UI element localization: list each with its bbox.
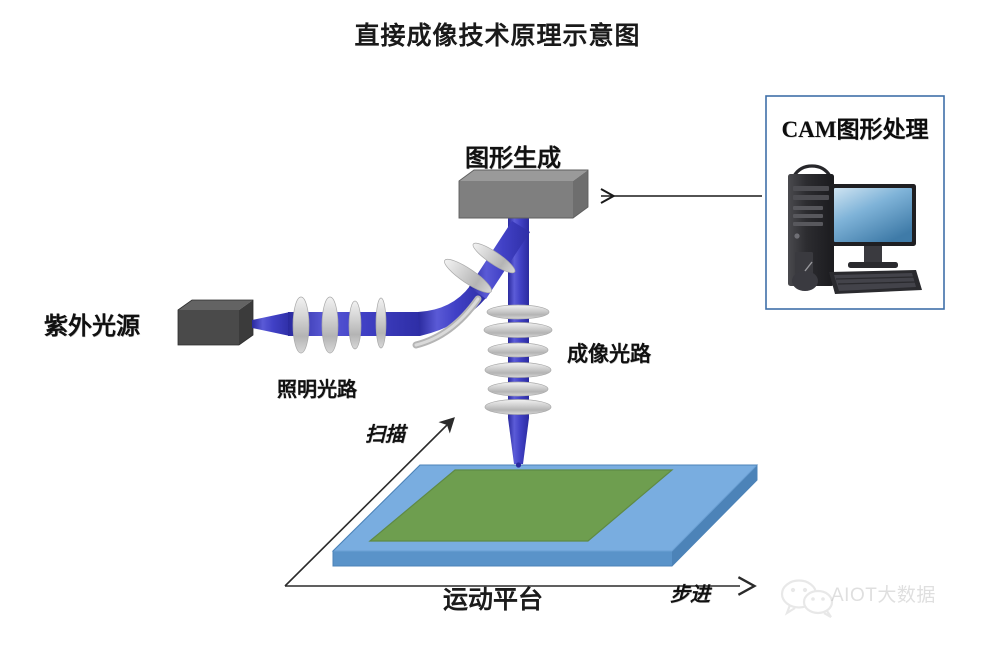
cam-panel <box>765 95 945 310</box>
illumination-lens-stack <box>292 296 387 354</box>
label-motion-platform: 运动平台 <box>443 587 544 614</box>
wechat-icon <box>780 579 834 618</box>
label-pattern-generation: 图形生成 <box>465 146 561 172</box>
relay-lens-tilted <box>472 242 516 274</box>
axis-guides <box>284 417 757 596</box>
label-illumination-path: 照明光路 <box>277 379 357 401</box>
label-scan-axis: 扫描 <box>365 424 405 446</box>
computer-tower-icon <box>788 164 834 286</box>
label-uv-source: 紫外光源 <box>44 314 140 340</box>
keyboard-icon <box>829 270 922 294</box>
cam-panel-title: CAM图形处理 <box>781 117 929 142</box>
uv-source-box <box>177 299 254 346</box>
label-imaging-path: 成像光路 <box>567 342 651 366</box>
imaging-optical-path <box>483 218 553 468</box>
watermark-text: AIOT大数据 <box>831 584 936 606</box>
imaging-lens-stack <box>483 304 553 415</box>
monitor-icon <box>830 184 916 268</box>
resist-strip <box>368 469 674 542</box>
mouse-icon <box>792 261 818 291</box>
page-title: 直接成像技术原理示意图 <box>354 23 641 50</box>
motion-platform <box>331 464 759 567</box>
fold-mirror-lower <box>412 295 482 349</box>
label-step-axis: 步进 <box>670 584 710 606</box>
illumination-optical-path <box>252 221 530 354</box>
pattern-generator-box <box>458 169 589 219</box>
fold-mirror-upper <box>444 258 492 294</box>
watermark: AIOT大数据 <box>780 578 936 608</box>
scan-axis-arrow <box>284 417 455 587</box>
